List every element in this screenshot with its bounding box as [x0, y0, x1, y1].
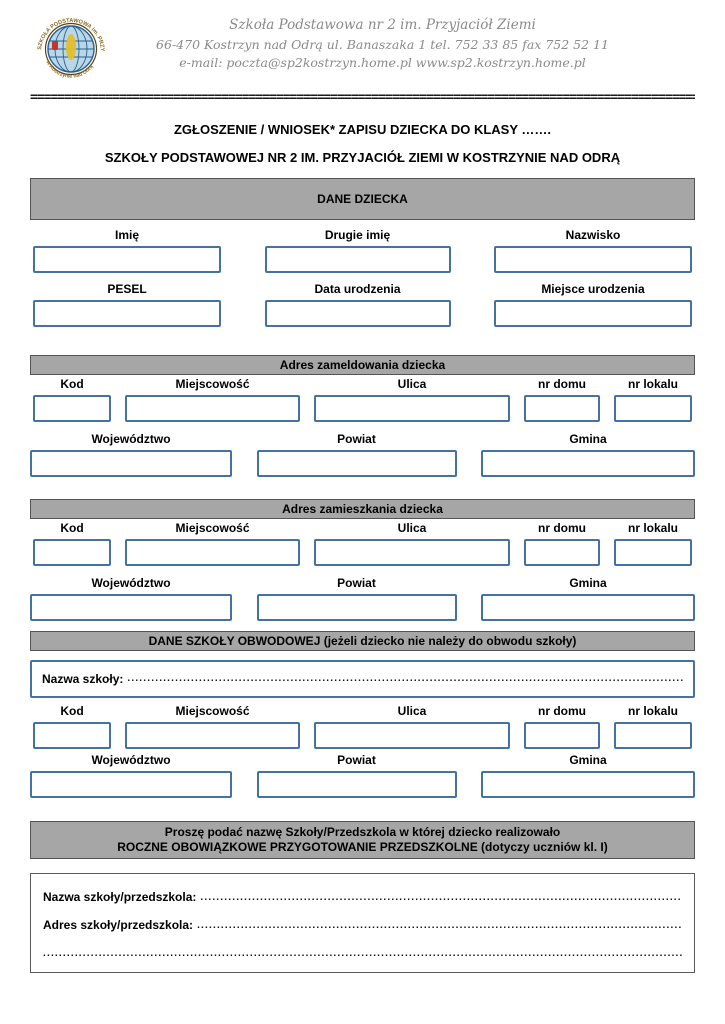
input-zameldowanie-ulica[interactable]	[314, 395, 510, 422]
label-miejsce-urodzenia: Miejsce urodzenia	[541, 282, 645, 296]
label-powiat: Powiat	[337, 432, 376, 446]
district-school-name-box: Nazwa szkoły: ..........................…	[30, 660, 695, 698]
section-heading-line1: Proszę podać nazwę Szkoły/Przedszkola w …	[164, 825, 561, 839]
preschool-name-line: Nazwa szkoły/przedszkola: ..............…	[43, 890, 682, 904]
write-line-continuation[interactable]: ........................................…	[43, 948, 682, 959]
label-nazwa-szkoly: Nazwa szkoły:	[42, 672, 124, 686]
input-zameldowanie-gmina[interactable]	[481, 450, 695, 477]
preschool-info-box: Nazwa szkoły/przedszkola: ..............…	[30, 873, 695, 973]
section-heading-text: Adres zameldowania dziecka	[279, 358, 446, 372]
section-heading-text: DANE DZIECKA	[317, 192, 408, 206]
label-nr-lokalu: nr lokalu	[627, 521, 678, 535]
input-zamieszkanie-nr-domu[interactable]	[524, 539, 600, 566]
form-title-line2: SZKOŁY PODSTAWOWEJ NR 2 IM. PRZYJACIÓŁ Z…	[104, 150, 621, 165]
label-gmina: Gmina	[569, 432, 607, 446]
section-heading-przygotowanie: Proszę podać nazwę Szkoły/Przedszkola w …	[30, 821, 695, 859]
school-address-phone: 66-470 Kostrzyn nad Odrą ul. Banaszaka 1…	[156, 36, 609, 52]
school-email-www: e-mail: poczta@sp2kostrzyn.home.pl www.s…	[179, 54, 586, 70]
label-adres-szkoly-przedszkola: Adres szkoły/przedszkola:	[43, 918, 194, 932]
input-zamieszkanie-miejscowosc[interactable]	[125, 539, 300, 566]
label-kod: Kod	[60, 704, 84, 718]
input-zamieszkanie-wojewodztwo[interactable]	[30, 594, 232, 621]
input-child-miejsce-urodzenia[interactable]	[494, 300, 692, 327]
write-line-nazwa-szkoly[interactable]: ........................................…	[127, 672, 683, 684]
label-wojewodztwo: Województwo	[91, 753, 171, 767]
input-child-data-urodzenia[interactable]	[264, 300, 451, 327]
district-region-grid: Województwo Powiat Gmina	[30, 749, 695, 798]
input-zamieszkanie-nr-lokalu[interactable]	[614, 539, 692, 566]
form-page: SZKOŁA PODSTAWOWA im. PRZYJACIÓŁ ZIEMI w…	[30, 6, 695, 973]
input-zameldowanie-miejscowosc[interactable]	[125, 395, 300, 422]
input-zameldowanie-nr-lokalu[interactable]	[614, 395, 692, 422]
write-line-adres-przedszkola[interactable]: ........................................…	[197, 920, 682, 931]
section-heading-text: Adres zamieszkania dziecka	[282, 502, 443, 516]
preschool-address-line: Adres szkoły/przedszkola: ..............…	[43, 918, 682, 932]
input-zamieszkanie-kod[interactable]	[33, 539, 111, 566]
input-zamieszkanie-ulica[interactable]	[314, 539, 510, 566]
input-child-nazwisko[interactable]	[494, 246, 692, 273]
section-heading-zameldowanie: Adres zameldowania dziecka	[30, 355, 695, 375]
input-district-nr-domu[interactable]	[524, 722, 600, 749]
zamieszkanie-street-grid: Kod Miejscowość Ulica nr domu nr lokalu	[30, 519, 695, 566]
label-ulica: Ulica	[397, 377, 427, 391]
label-miejscowosc: Miejscowość	[175, 377, 250, 391]
label-wojewodztwo: Województwo	[91, 576, 171, 590]
input-child-drugie-imie[interactable]	[264, 246, 451, 273]
label-imie: Imię	[114, 228, 139, 242]
label-gmina: Gmina	[569, 576, 607, 590]
input-district-wojewodztwo[interactable]	[30, 771, 232, 798]
input-child-imie[interactable]	[33, 246, 221, 273]
label-nr-domu: nr domu	[538, 377, 586, 391]
zameldowanie-street-grid: Kod Miejscowość Ulica nr domu nr lokalu	[30, 375, 695, 422]
district-street-grid: Kod Miejscowość Ulica nr domu nr lokalu	[30, 698, 695, 749]
input-district-ulica[interactable]	[314, 722, 510, 749]
input-zameldowanie-kod[interactable]	[33, 395, 111, 422]
label-data-urodzenia: Data urodzenia	[314, 282, 401, 296]
section-heading-text: DANE SZKOŁY OBWODOWEJ (jeżeli dziecko ni…	[148, 634, 577, 648]
child-data-grid: Imię Drugie imię Nazwisko PESEL Data uro…	[30, 220, 695, 327]
form-title-line1: ZGŁOSZENIE / WNIOSEK* ZAPISU DZIECKA DO …	[173, 122, 552, 137]
label-kod: Kod	[60, 521, 84, 535]
label-nazwisko: Nazwisko	[565, 228, 621, 242]
label-ulica: Ulica	[397, 704, 427, 718]
section-heading-szkola-obwodowa: DANE SZKOŁY OBWODOWEJ (jeżeli dziecko ni…	[30, 631, 695, 651]
input-district-powiat[interactable]	[256, 771, 457, 798]
input-child-pesel[interactable]	[33, 300, 221, 327]
label-gmina: Gmina	[569, 753, 607, 767]
write-line-nazwa-przedszkola[interactable]: ........................................…	[200, 892, 682, 903]
label-ulica: Ulica	[397, 521, 427, 535]
label-powiat: Powiat	[337, 576, 376, 590]
label-wojewodztwo: Województwo	[91, 432, 171, 446]
input-district-gmina[interactable]	[481, 771, 695, 798]
input-zameldowanie-wojewodztwo[interactable]	[30, 450, 232, 477]
double-rule-separator: ========================================…	[30, 92, 695, 104]
label-nr-lokalu: nr lokalu	[627, 377, 678, 391]
letterhead: SZKOŁA PODSTAWOWA im. PRZYJACIÓŁ ZIEMI w…	[30, 6, 695, 89]
school-name: Szkoła Podstawowa nr 2 im. Przyjaciół Zi…	[229, 17, 536, 33]
input-district-nr-lokalu[interactable]	[614, 722, 692, 749]
input-zamieszkanie-gmina[interactable]	[481, 594, 695, 621]
input-district-miejscowosc[interactable]	[125, 722, 300, 749]
label-drugie-imie: Drugie imię	[324, 228, 391, 242]
section-heading-line2: ROCZNE OBOWIĄZKOWE PRZYGOTOWANIE PRZEDSZ…	[117, 840, 608, 854]
label-kod: Kod	[60, 377, 84, 391]
input-zameldowanie-nr-domu[interactable]	[524, 395, 600, 422]
letterhead-text: Szkoła Podstawowa nr 2 im. Przyjaciół Zi…	[30, 6, 695, 72]
label-nr-domu: nr domu	[538, 704, 586, 718]
section-heading-zamieszkanie: Adres zamieszkania dziecka	[30, 499, 695, 519]
zameldowanie-region-grid: Województwo Powiat Gmina	[30, 422, 695, 477]
input-zameldowanie-powiat[interactable]	[256, 450, 457, 477]
label-nazwa-szkoly-przedszkola: Nazwa szkoły/przedszkola:	[43, 890, 197, 904]
label-powiat: Powiat	[337, 753, 376, 767]
label-nr-domu: nr domu	[538, 521, 586, 535]
label-pesel: PESEL	[107, 282, 147, 296]
school-crest-logo: SZKOŁA PODSTAWOWA im. PRZYJACIÓŁ ZIEMI w…	[30, 8, 111, 89]
section-heading-dane-dziecka: DANE DZIECKA	[30, 178, 695, 220]
zamieszkanie-region-grid: Województwo Powiat Gmina	[30, 566, 695, 621]
label-miejscowosc: Miejscowość	[175, 521, 250, 535]
input-district-kod[interactable]	[33, 722, 111, 749]
input-zamieszkanie-powiat[interactable]	[256, 594, 457, 621]
label-miejscowosc: Miejscowość	[175, 704, 250, 718]
label-nr-lokalu: nr lokalu	[627, 704, 678, 718]
